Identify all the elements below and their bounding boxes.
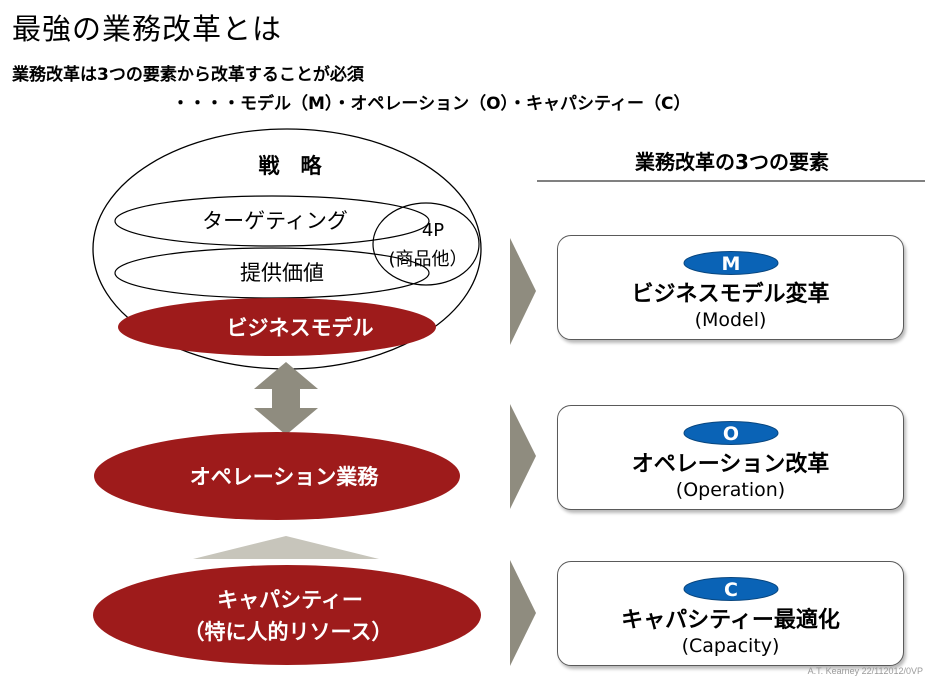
value-ellipse [114,247,430,299]
card-operation-name: オペレーション改革 [631,452,830,477]
chevron-arrow-capacity [510,560,536,666]
capacity-label-line2: （特に人的リソース） [184,620,393,644]
badge-model: M [683,251,779,275]
badge-model-letter: M [722,253,741,275]
four-p-ellipse [372,202,480,286]
four-p-label-line2: (商品他） [388,249,467,270]
capacity-label-line1: キャパシティー [217,588,363,612]
targeting-label: ターゲティング [202,209,348,233]
card-model: M ビジネスモデル変革 (Model) [557,235,904,340]
elements-heading: 業務改革の3つの要素 [635,150,829,174]
strategy-label: 戦 略 [259,154,323,178]
card-operation-en: (Operation) [675,479,786,501]
operations-ellipse [94,432,460,520]
badge-operation-letter: O [723,423,739,445]
subtitle-line-2: ・・・・モデル（M）・オペレーション（O）・キャパシティー（C） [172,94,691,114]
chevron-arrow-operation [510,404,536,509]
subtitle-line-1: 業務改革は3つの要素から改革することが必須 [12,65,364,85]
badge-capacity: C [683,577,779,601]
card-capacity: C キャパシティー最適化 (Capacity) [557,561,904,666]
source-credit: A.T. Kearney 22/112012/0VP [807,666,923,676]
card-capacity-en: (Capacity) [681,635,780,657]
card-capacity-name: キャパシティー最適化 [621,608,840,633]
badge-operation: O [683,421,779,445]
double-arrow [254,362,318,435]
up-triangle [193,536,379,559]
capacity-ellipse [93,565,481,665]
targeting-ellipse [114,195,430,247]
card-operation: O オペレーション改革 (Operation) [557,405,904,510]
four-p-label-line1: 4P [422,220,444,241]
page-title: 最強の業務改革とは [12,12,283,46]
card-model-name: ビジネスモデル変革 [631,282,830,307]
operations-label: オペレーション業務 [190,465,380,489]
chevron-arrow-model [510,238,536,345]
business-model-ellipse [118,298,436,356]
business-model-label: ビジネスモデル [227,316,374,340]
badge-capacity-letter: C [724,579,738,601]
card-model-en: (Model) [694,309,767,331]
value-label: 提供価値 [240,261,324,285]
